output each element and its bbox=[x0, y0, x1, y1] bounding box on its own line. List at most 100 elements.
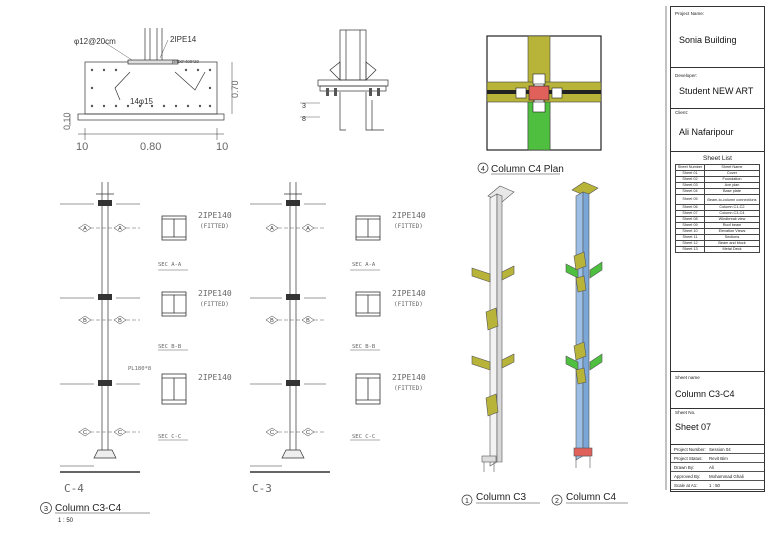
c3-caption-number: 1 bbox=[465, 498, 469, 505]
plan-caption-title: Column C4 Plan bbox=[491, 164, 564, 175]
developer-label: Developer: bbox=[675, 73, 698, 78]
beam-label: 2IPE14 bbox=[170, 35, 197, 44]
sheet-name: Column C3-C4 bbox=[675, 389, 735, 399]
plate-tag: PL180*8 bbox=[128, 366, 151, 372]
project-info-value: 1 : 50 bbox=[709, 482, 720, 488]
right-dim: 10 bbox=[216, 141, 228, 153]
project-info-value: Ali bbox=[709, 464, 714, 470]
sheet-list-header-cell: Sheet Number bbox=[675, 164, 705, 171]
sheet-no-label: Sheet No. bbox=[675, 410, 696, 415]
project-info-value: Mohammad Ghali bbox=[709, 473, 744, 479]
marker-b-left: B bbox=[83, 318, 87, 324]
client: Ali Nafaripour bbox=[679, 127, 734, 137]
marker-b-right: B bbox=[118, 318, 122, 324]
sec-c-label-left: SEC C-C bbox=[158, 434, 181, 440]
sec-a-fitted-left: (FITTED) bbox=[200, 223, 229, 230]
sec-a-ipe-left: 2IPE140 bbox=[198, 211, 232, 220]
sec-a-ipe-right: 2IPE140 bbox=[392, 211, 426, 220]
marker-c-c3-right: C bbox=[306, 430, 310, 436]
elev-8: 8 bbox=[302, 116, 306, 123]
height-dim: 0.70 bbox=[230, 80, 240, 98]
marker-a-right: A bbox=[118, 226, 122, 232]
elev-caption-number: 3 bbox=[44, 504, 48, 513]
elev-caption-scale: 1 : 50 bbox=[58, 518, 74, 524]
sec-a-label-right: SEC A-A bbox=[352, 262, 376, 268]
sections-left bbox=[158, 215, 188, 441]
sheet-no: Sheet 07 bbox=[675, 422, 712, 432]
project-name-label: Project Name: bbox=[675, 11, 705, 16]
elevation-c3 bbox=[250, 182, 330, 473]
sheet-name-label: Sheet name bbox=[675, 375, 700, 380]
sheet-no-section: Sheet No. Sheet 07 bbox=[671, 408, 764, 445]
marker-a-c3-left: A bbox=[270, 226, 274, 232]
sec-b-ipe-left: 2IPE140 bbox=[198, 289, 232, 298]
sheet-list-title: Sheet List bbox=[703, 155, 732, 162]
sections-right bbox=[350, 215, 381, 441]
project-info-row: Scale at A1: 1 : 50 bbox=[671, 481, 764, 490]
elevation-c4-name: C-4 bbox=[64, 482, 84, 495]
sec-c-ipe-left: 2IPE140 bbox=[198, 373, 232, 382]
project-info-row: Project Status: Revit Bim bbox=[671, 454, 764, 463]
project-info-row: Approved By: Mohammad Ghali bbox=[671, 472, 764, 481]
iso-column-c3 bbox=[471, 185, 515, 472]
c3-beam-stubs bbox=[471, 265, 515, 417]
sec-b-fitted-right: (FITTED) bbox=[394, 301, 423, 308]
sec-b-fitted-left: (FITTED) bbox=[200, 301, 229, 308]
project-name: Sonia Building bbox=[679, 35, 737, 45]
column-base-elevation bbox=[300, 29, 389, 131]
c4-caption-number: 2 bbox=[555, 498, 559, 505]
column-c4-plan bbox=[486, 35, 602, 151]
width-dim: 0.80 bbox=[140, 141, 161, 153]
developer: Student NEW ART bbox=[679, 86, 754, 96]
base-plate-detail bbox=[69, 28, 233, 140]
project-info-label: Scale at A1: bbox=[674, 482, 698, 488]
sec-c-label-right: SEC C-C bbox=[352, 434, 375, 440]
developer-section: Developer: Student NEW ART bbox=[671, 68, 764, 109]
marker-c-left: C bbox=[83, 430, 87, 436]
c4-caption-title: Column C4 bbox=[566, 492, 616, 503]
sheet-name-cell: Beam-to-column connections bbox=[703, 194, 761, 205]
sheet-name-cell: Metal Deck bbox=[703, 246, 761, 253]
project-info-label: Project Number: bbox=[674, 446, 706, 452]
marker-b-c3-right: B bbox=[306, 318, 310, 324]
client-section: Client: Ali Nafaripour bbox=[671, 109, 764, 152]
sec-b-ipe-right: 2IPE140 bbox=[392, 289, 426, 298]
c4-beam-stubs bbox=[565, 251, 603, 385]
sec-c-fitted-right: (FITTED) bbox=[394, 385, 423, 392]
sheet-name-section: Sheet name Column C3-C4 bbox=[671, 371, 764, 409]
project-info-label: Approved By: bbox=[674, 473, 701, 479]
project-info-row: Project Number:Session 04 bbox=[671, 445, 764, 454]
project-name-section: Project Name: Sonia Building bbox=[671, 7, 764, 68]
elevation-c3-name: C-3 bbox=[252, 482, 272, 495]
sec-a-fitted-right: (FITTED) bbox=[394, 223, 423, 230]
elev-3: 3 bbox=[302, 103, 306, 110]
client-label: Client: bbox=[675, 110, 689, 115]
sec-b-label-right: SEC B-B bbox=[352, 344, 376, 350]
anchor-label: 14φ15 bbox=[130, 97, 154, 106]
project-info-value: Revit Bim bbox=[709, 455, 728, 461]
project-info-label: Drawn By: bbox=[674, 464, 695, 470]
lean-dim: 0.10 bbox=[62, 112, 72, 130]
title-block: Project Name: Sonia Building Developer: … bbox=[670, 6, 765, 492]
c3-caption-title: Column C3 bbox=[476, 492, 526, 503]
plan-column-core bbox=[528, 85, 550, 101]
marker-c-right: C bbox=[118, 430, 122, 436]
project-info-label: Project Status: bbox=[674, 455, 703, 461]
sec-b-label-left: SEC B-B bbox=[158, 344, 182, 350]
marker-a-left: A bbox=[83, 226, 87, 232]
rebar-dots bbox=[90, 68, 212, 108]
project-info-row: Drawn By: Ali bbox=[671, 463, 764, 472]
plate-label: pl400*400*20 bbox=[172, 59, 200, 64]
left-dim: 10 bbox=[76, 141, 88, 153]
elev-caption-title: Column C3-C4 bbox=[55, 503, 122, 514]
iso-column-c4 bbox=[565, 181, 603, 468]
bar-spacing-label: φ12@20cm bbox=[74, 37, 116, 46]
sec-c-ipe-right: 2IPE140 bbox=[392, 373, 426, 382]
sheet-number-cell: Sheet 13 bbox=[675, 246, 705, 253]
marker-c-c3-left: C bbox=[270, 430, 274, 436]
marker-a-c3-right: A bbox=[306, 226, 310, 232]
